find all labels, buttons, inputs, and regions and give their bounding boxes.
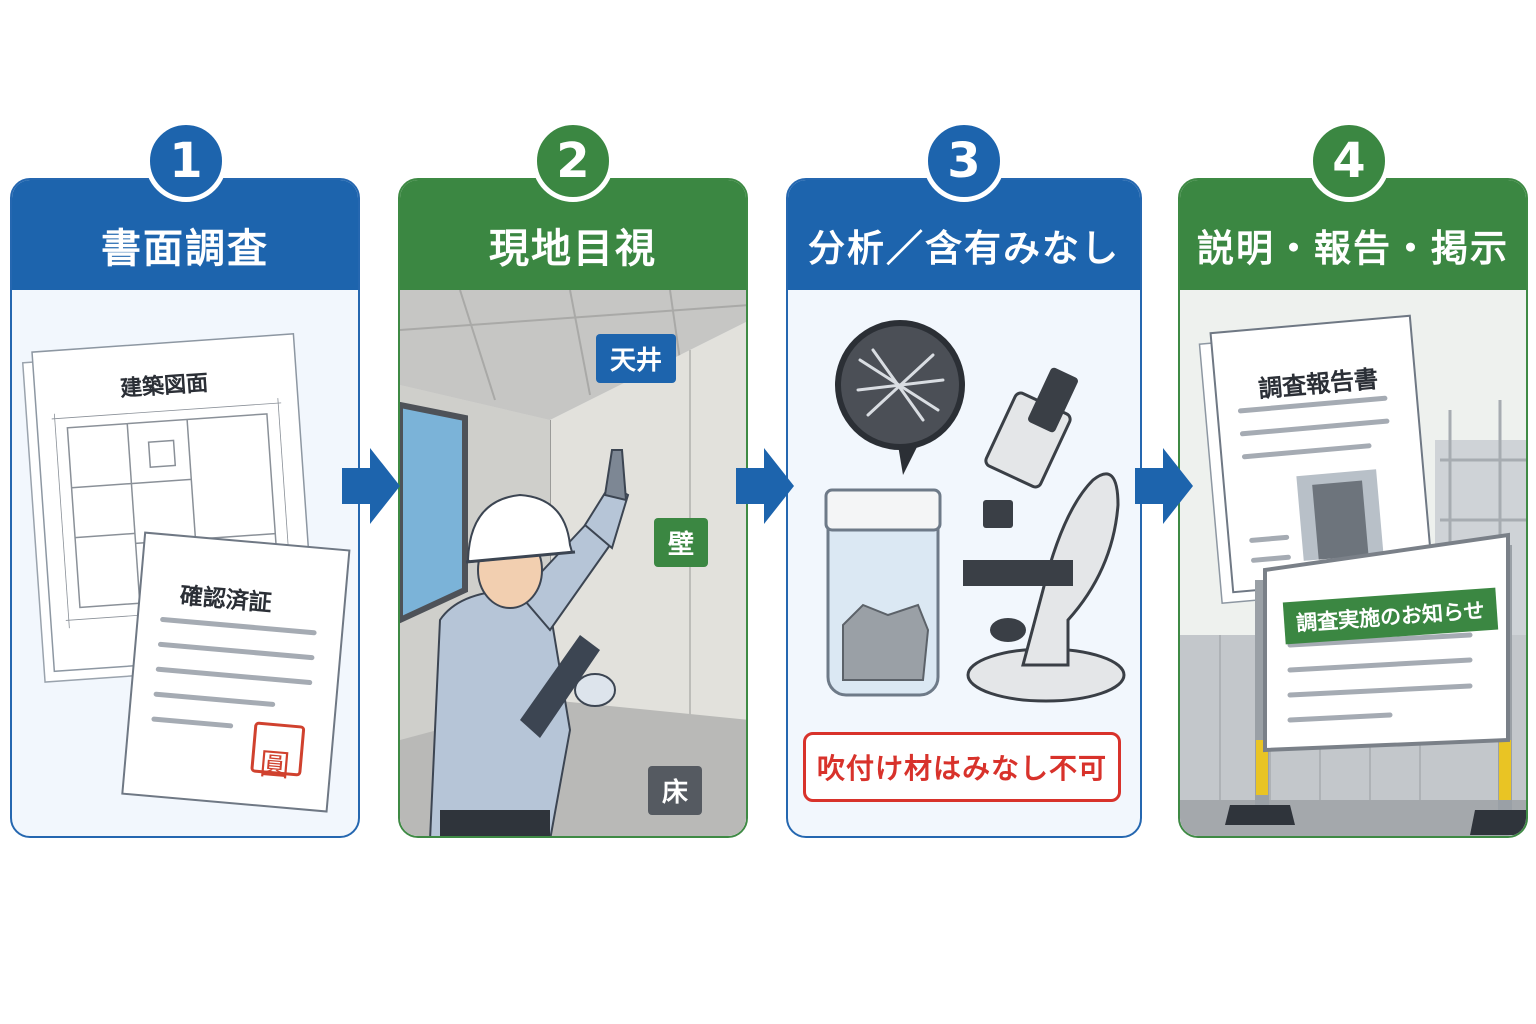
report-notice-illustration xyxy=(1180,290,1526,836)
step2-number-badge: 2 xyxy=(532,120,614,202)
step3-number-badge: 3 xyxy=(923,120,1005,202)
step3-panel: 分析／含有みなし 吹付け材はみなし不可 xyxy=(786,178,1142,838)
right-arrow-icon xyxy=(342,448,400,524)
spray-material-warning: 吹付け材はみなし不可 xyxy=(803,732,1121,802)
floor-tag: 床 xyxy=(648,766,703,815)
step2-panel: 現地目視 天井 壁 床 xyxy=(398,178,748,838)
ceiling-tag: 天井 xyxy=(596,334,677,383)
wall-tag: 壁 xyxy=(654,518,709,567)
right-arrow-icon xyxy=(1135,448,1193,524)
document-illustration xyxy=(21,333,351,813)
seal-stamp: 圓 xyxy=(258,746,292,785)
step1-number-badge: 1 xyxy=(145,120,227,202)
right-arrow-icon xyxy=(736,448,794,524)
step4-number-badge: 4 xyxy=(1308,120,1390,202)
step4-title: 説明・報告・掲示 xyxy=(1180,180,1526,290)
step4-panel: 説明・報告・掲示 xyxy=(1178,178,1528,838)
analysis-illustration xyxy=(824,320,1126,703)
step1-panel: 書面調査 xyxy=(10,178,360,838)
drawing-label: 建築図面 xyxy=(119,370,209,403)
